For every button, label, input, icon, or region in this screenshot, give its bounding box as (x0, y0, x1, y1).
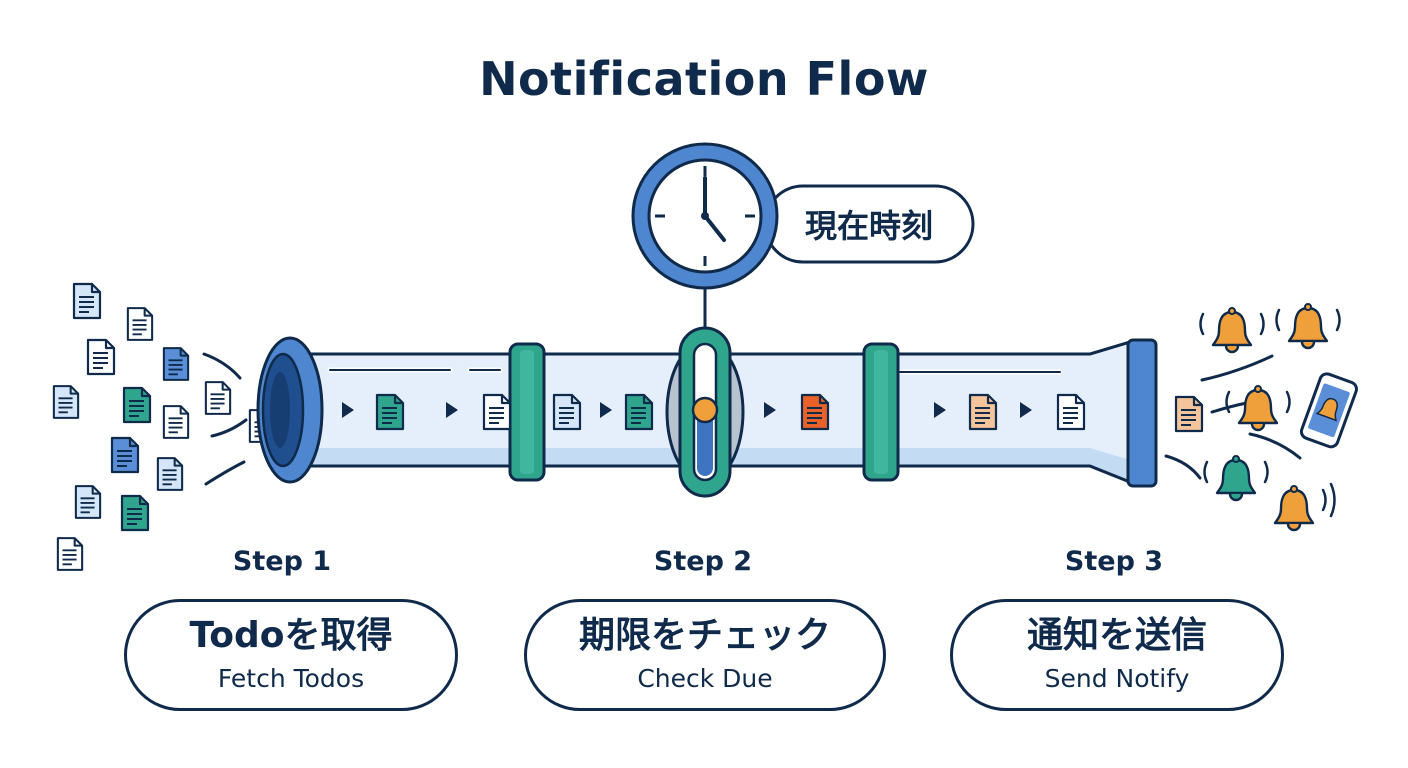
arrow-icon (1020, 402, 1032, 418)
due-check-valve (665, 326, 745, 498)
document-icon (72, 282, 102, 320)
step-2-pill: 期限をチェック Check Due (524, 599, 886, 711)
pipe-outlet (1126, 338, 1158, 488)
arrow-icon (600, 402, 612, 418)
document-icon (110, 436, 140, 474)
motion-lines-left (202, 352, 248, 486)
step-3-label: Step 3 (1064, 546, 1164, 577)
document-icon (74, 485, 102, 519)
step-2-title: 期限をチェック (578, 615, 831, 656)
bell-icon (1287, 302, 1329, 350)
document-icon (204, 381, 232, 415)
clock-label: 現在時刻 (804, 207, 933, 245)
step-1-pill: Todoを取得 Fetch Todos (124, 599, 458, 711)
step-3-subtitle: Send Notify (1044, 664, 1190, 693)
document-icon (156, 457, 184, 491)
step-1-subtitle: Fetch Todos (217, 664, 365, 693)
flow-arrows (342, 402, 1032, 418)
clock-icon (631, 142, 779, 290)
arrow-icon (342, 402, 354, 418)
arrow-icon (934, 402, 946, 418)
diagram-title: Notification Flow (479, 52, 929, 106)
pipe-inlet (256, 336, 324, 484)
document-icon (56, 537, 84, 571)
bell-icon (1273, 484, 1315, 532)
step-3-title: 通知を送信 (1026, 615, 1207, 656)
document-icon (1174, 395, 1204, 433)
bell-icon (1215, 454, 1257, 502)
document-icon (968, 393, 998, 431)
document-icon (86, 338, 116, 376)
document-icon (126, 307, 154, 341)
step-1-title: Todoを取得 (189, 615, 393, 656)
document-icon (162, 405, 190, 439)
document-icon (52, 385, 80, 419)
document-icon (624, 393, 654, 431)
document-icon (1056, 393, 1086, 431)
document-icon (122, 386, 152, 424)
step-1-label: Step 1 (232, 546, 332, 577)
step-2-label: Step 2 (653, 546, 753, 577)
input-documents (52, 282, 276, 571)
step-2-subtitle: Check Due (637, 664, 773, 693)
pipe-couplings (508, 342, 900, 482)
document-icon (162, 347, 190, 381)
document-icon (552, 393, 582, 431)
arrow-icon (446, 402, 458, 418)
bell-icon (1211, 306, 1253, 354)
bell-icon (1237, 384, 1279, 432)
document-icon (375, 393, 405, 431)
document-icon (482, 393, 512, 431)
smartphone-icon (1299, 372, 1358, 449)
arrow-icon (764, 402, 776, 418)
document-icon (800, 393, 830, 431)
ringing-marks (1199, 308, 1341, 518)
step-3-pill: 通知を送信 Send Notify (950, 599, 1284, 711)
document-icon (120, 494, 150, 532)
